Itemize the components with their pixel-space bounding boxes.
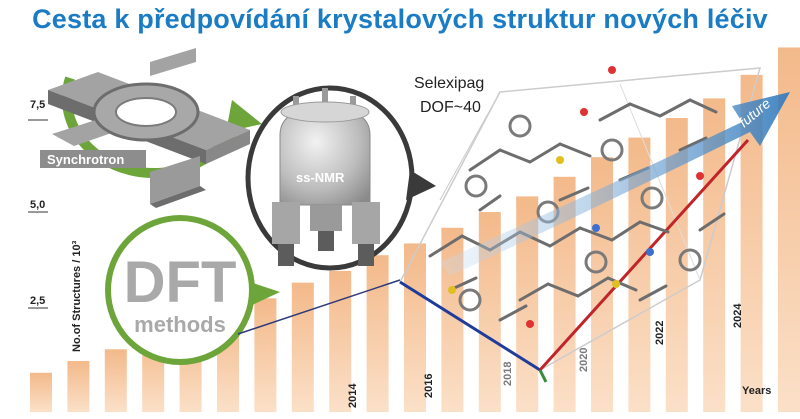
structures-bar (404, 243, 426, 412)
structures-bar (291, 282, 314, 412)
molecule-ring (508, 114, 532, 138)
molecule-ring (678, 248, 702, 272)
molecule-bond (548, 226, 582, 248)
molecule-atom (592, 224, 600, 232)
x-axis: 2014 2016 2018 2020 2022 2024 Years (347, 303, 771, 408)
molecule-bond (576, 276, 610, 298)
structures-bar (67, 361, 90, 412)
dft-badge-icon: DFT methods (105, 215, 280, 365)
molecule-bond (468, 148, 502, 172)
connector-line (237, 279, 401, 335)
structures-bar (329, 270, 352, 412)
molecule-bond (478, 194, 502, 212)
y-tick-label: 2,5 (30, 295, 45, 307)
molecule-bond (528, 142, 562, 164)
synchrotron-label: Synchrotron (47, 152, 124, 167)
molecule-caption: Selexipag DOF~40 (414, 75, 484, 116)
synchrotron-icon: Synchrotron (40, 48, 262, 208)
molecule-bond (638, 284, 668, 302)
structures-bar (441, 227, 464, 412)
molecule-bond (598, 102, 632, 122)
molecule-bond (558, 186, 590, 202)
y-tick-label: 7,5 (30, 99, 45, 111)
x-axis-label: Years (742, 385, 771, 397)
future-arrow: future (440, 92, 790, 276)
molecule-dof: DOF~40 (420, 99, 481, 116)
x-tick-label: 2024 (732, 303, 744, 328)
structures-bar (591, 157, 613, 412)
molecule-ring (464, 174, 488, 198)
ssnmr-magnet-icon: ss-NMR (245, 85, 436, 271)
molecule-ring (584, 250, 608, 274)
x-tick-label: 2022 (654, 321, 666, 345)
x-tick-label: 2016 (423, 374, 435, 398)
structures-bar (104, 349, 127, 412)
molecule-atom (696, 172, 704, 180)
molecule-atom (526, 320, 534, 328)
molecule-bond (546, 282, 580, 298)
molecule-ring (600, 138, 624, 162)
molecule-ring (640, 186, 664, 210)
molecule-bond (606, 276, 638, 292)
molecule-bond (628, 102, 662, 118)
molecule-bond (578, 226, 614, 242)
molecule-atom (608, 66, 616, 74)
crystal-structure-icon (399, 66, 762, 383)
structures-bar (30, 372, 52, 412)
molecule-bond (688, 98, 718, 114)
molecule-name: Selexipag (414, 75, 484, 92)
molecule-bond (558, 142, 592, 158)
molecule-bond (698, 212, 726, 232)
molecule-atom (646, 248, 654, 256)
molecule-atom (556, 156, 564, 164)
structures-bar (778, 47, 800, 412)
molecule-bond (638, 220, 670, 234)
structures-bar (478, 212, 501, 412)
molecule-bond (610, 220, 642, 242)
molecule-atom (448, 286, 456, 294)
molecule-bond (658, 98, 692, 118)
y-tick-label: 5,0 (30, 199, 45, 211)
ssnmr-label: ss-NMR (296, 170, 345, 185)
structures-bar (366, 255, 389, 412)
molecule-bond (498, 148, 532, 164)
x-tick-label: 2020 (578, 348, 590, 372)
page-title: Cesta k předpovídání krystalových strukt… (32, 4, 768, 34)
x-tick-label: 2014 (347, 383, 359, 408)
structures-bar (254, 298, 277, 412)
molecule-atom (580, 108, 588, 116)
molecule-bond (428, 234, 464, 258)
molecule-bond (518, 282, 550, 302)
molecule-atom (612, 280, 620, 288)
molecule-bond (678, 136, 708, 152)
x-tick-label: 2018 (502, 362, 514, 386)
molecule-ring (458, 288, 482, 312)
structures-bar (665, 118, 688, 412)
methods-label: methods (134, 312, 226, 337)
molecule-bond (498, 304, 528, 322)
y-axis: 7,5 5,0 2,5 No.of Structures / 10³ (28, 99, 83, 352)
dft-label: DFT (124, 250, 237, 315)
structures-bar (703, 98, 726, 413)
y-axis-label: No.of Structures / 10³ (71, 240, 83, 352)
structures-bar (740, 74, 763, 412)
